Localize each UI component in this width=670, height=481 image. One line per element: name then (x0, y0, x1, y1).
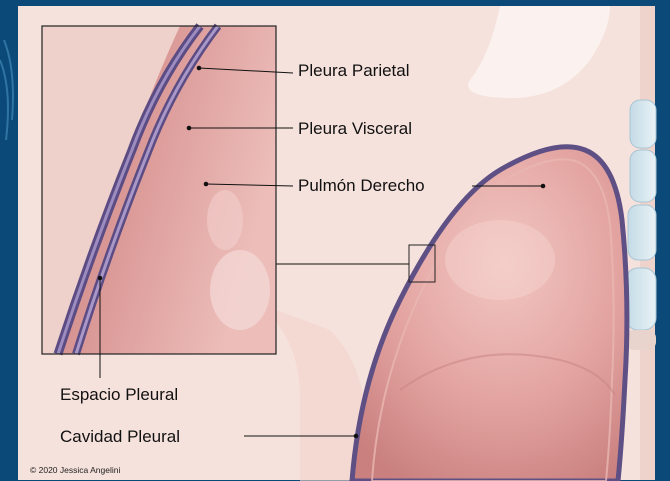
label-right-lung: Pulmón Derecho (298, 177, 425, 194)
copyright-notice: © 2020 Jessica Angelini (30, 466, 120, 475)
label-pleural-space: Espacio Pleural (60, 386, 178, 403)
label-parietal-pleura: Pleura Parietal (298, 62, 410, 79)
label-visceral-pleura: Pleura Visceral (298, 120, 412, 137)
label-pleural-cavity: Cavidad Pleural (60, 428, 180, 445)
magnified-inset (42, 26, 276, 354)
spine-vertebrae (626, 100, 656, 350)
